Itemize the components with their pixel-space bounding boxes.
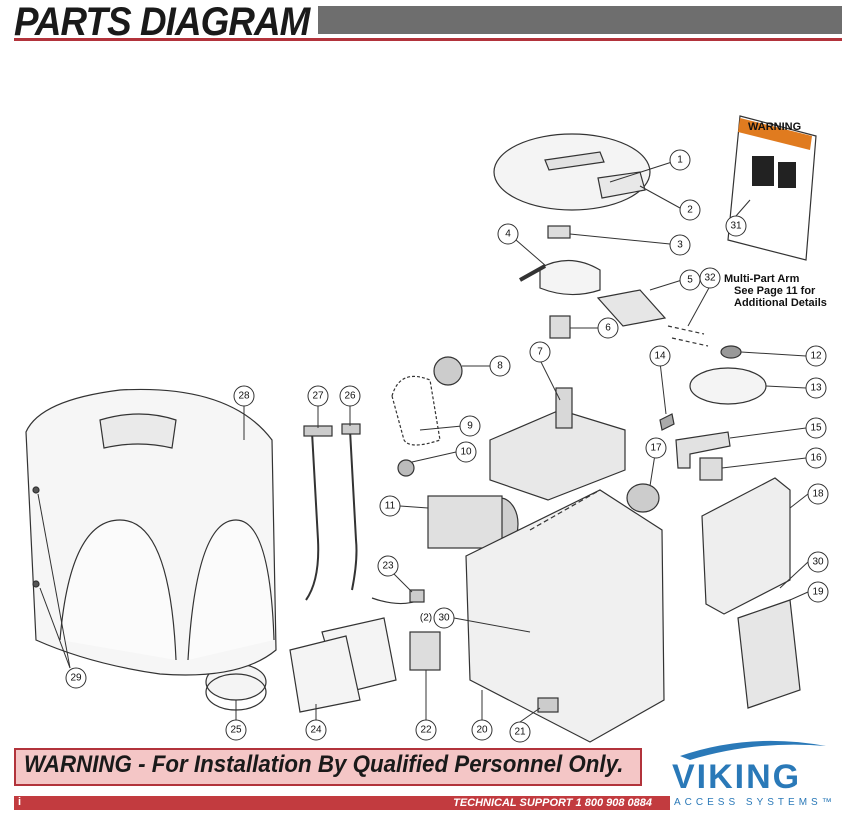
callout-10: 10 (460, 447, 472, 458)
callout-2: 2 (687, 205, 693, 216)
page-number: i (18, 796, 22, 808)
part-screw-bottom (32, 580, 40, 588)
part-battery-front (289, 635, 361, 713)
part-key (547, 225, 571, 239)
callout-28: 28 (238, 391, 250, 402)
callout-11: 11 (385, 501, 396, 512)
header-bar (318, 6, 842, 34)
part-sprocket (433, 356, 463, 386)
arm-note-line3: Additional Details (734, 297, 827, 309)
part-capacitor (626, 483, 660, 513)
part-screw-top (32, 486, 40, 494)
part-cam (659, 413, 675, 431)
callout-7: 7 (537, 347, 543, 358)
arm-note-line1: Multi-Part Arm (724, 273, 800, 285)
part-cover-lid (493, 133, 651, 211)
callout-22: 22 (420, 725, 432, 736)
part-nut (720, 345, 742, 359)
part-small-gear (397, 459, 415, 477)
part-module (409, 631, 441, 671)
callout-19: 19 (812, 587, 824, 598)
callout-4: 4 (505, 229, 511, 240)
callout-26: 26 (344, 391, 356, 402)
callout-6: 6 (605, 323, 611, 334)
viking-logo: VIKING (672, 758, 802, 796)
logo-subtitle: ACCESS SYSTEMS™ (674, 797, 836, 808)
arm-note-line2: See Page 11 for (734, 285, 816, 297)
warning-banner (14, 748, 642, 786)
callout-16: 16 (810, 453, 822, 464)
part-harness-plug (537, 697, 559, 713)
callout-8: 8 (497, 361, 503, 372)
callout-18: 18 (812, 489, 824, 500)
callout-25: 25 (230, 725, 242, 736)
part-harness-b (305, 431, 320, 601)
part-limit-plate (689, 367, 767, 405)
header-rule (14, 38, 842, 41)
part-warning-sign (727, 115, 817, 261)
callout-13: 13 (810, 383, 822, 394)
callout-29: 29 (70, 673, 82, 684)
callout-9: 9 (467, 421, 473, 432)
callout-1: 1 (677, 155, 683, 166)
warning-text: WARNING - For Installation By Qualified … (24, 751, 624, 778)
callout-15: 15 (810, 423, 822, 434)
logo-swoosh-icon (680, 740, 826, 760)
part-housing-handle (99, 413, 177, 449)
part-chain (391, 375, 441, 446)
part-motor-body (427, 495, 503, 549)
callout-23: 23 (382, 561, 394, 572)
part-control-box (701, 477, 791, 615)
callout-14: 14 (654, 351, 666, 362)
page-title: PARTS DIAGRAM (14, 0, 310, 44)
footer-bar (14, 796, 670, 810)
part-harness-a (349, 429, 358, 591)
part-control-board (737, 599, 801, 709)
callout-20: 20 (476, 725, 488, 736)
qty-note-30: (2) (420, 613, 432, 624)
part-switch-bracket (675, 431, 731, 469)
part-pin (519, 264, 546, 282)
callout-31: 31 (730, 221, 742, 232)
part-arm-mount (539, 259, 601, 296)
part-output-shaft (555, 387, 573, 429)
callout-21: 21 (514, 727, 526, 738)
part-coupler (549, 315, 571, 339)
callout-12: 12 (810, 351, 822, 362)
callout-17: 17 (650, 443, 662, 454)
part-flat-bar (596, 289, 667, 327)
support-phone: TECHNICAL SUPPORT 1 800 908 0884 (453, 797, 652, 809)
part-lid-bracket (597, 171, 646, 199)
part-cover-handle (544, 151, 605, 171)
warning-sign-label: WARNING (748, 121, 801, 133)
callout-30-b: 30 (812, 557, 824, 568)
callout-3: 3 (677, 240, 683, 251)
callout-5: 5 (687, 275, 693, 286)
callout-30: 30 (438, 613, 450, 624)
callout-32: 32 (704, 273, 716, 284)
callout-24: 24 (310, 725, 322, 736)
part-switch (699, 457, 723, 481)
callout-27: 27 (312, 391, 324, 402)
